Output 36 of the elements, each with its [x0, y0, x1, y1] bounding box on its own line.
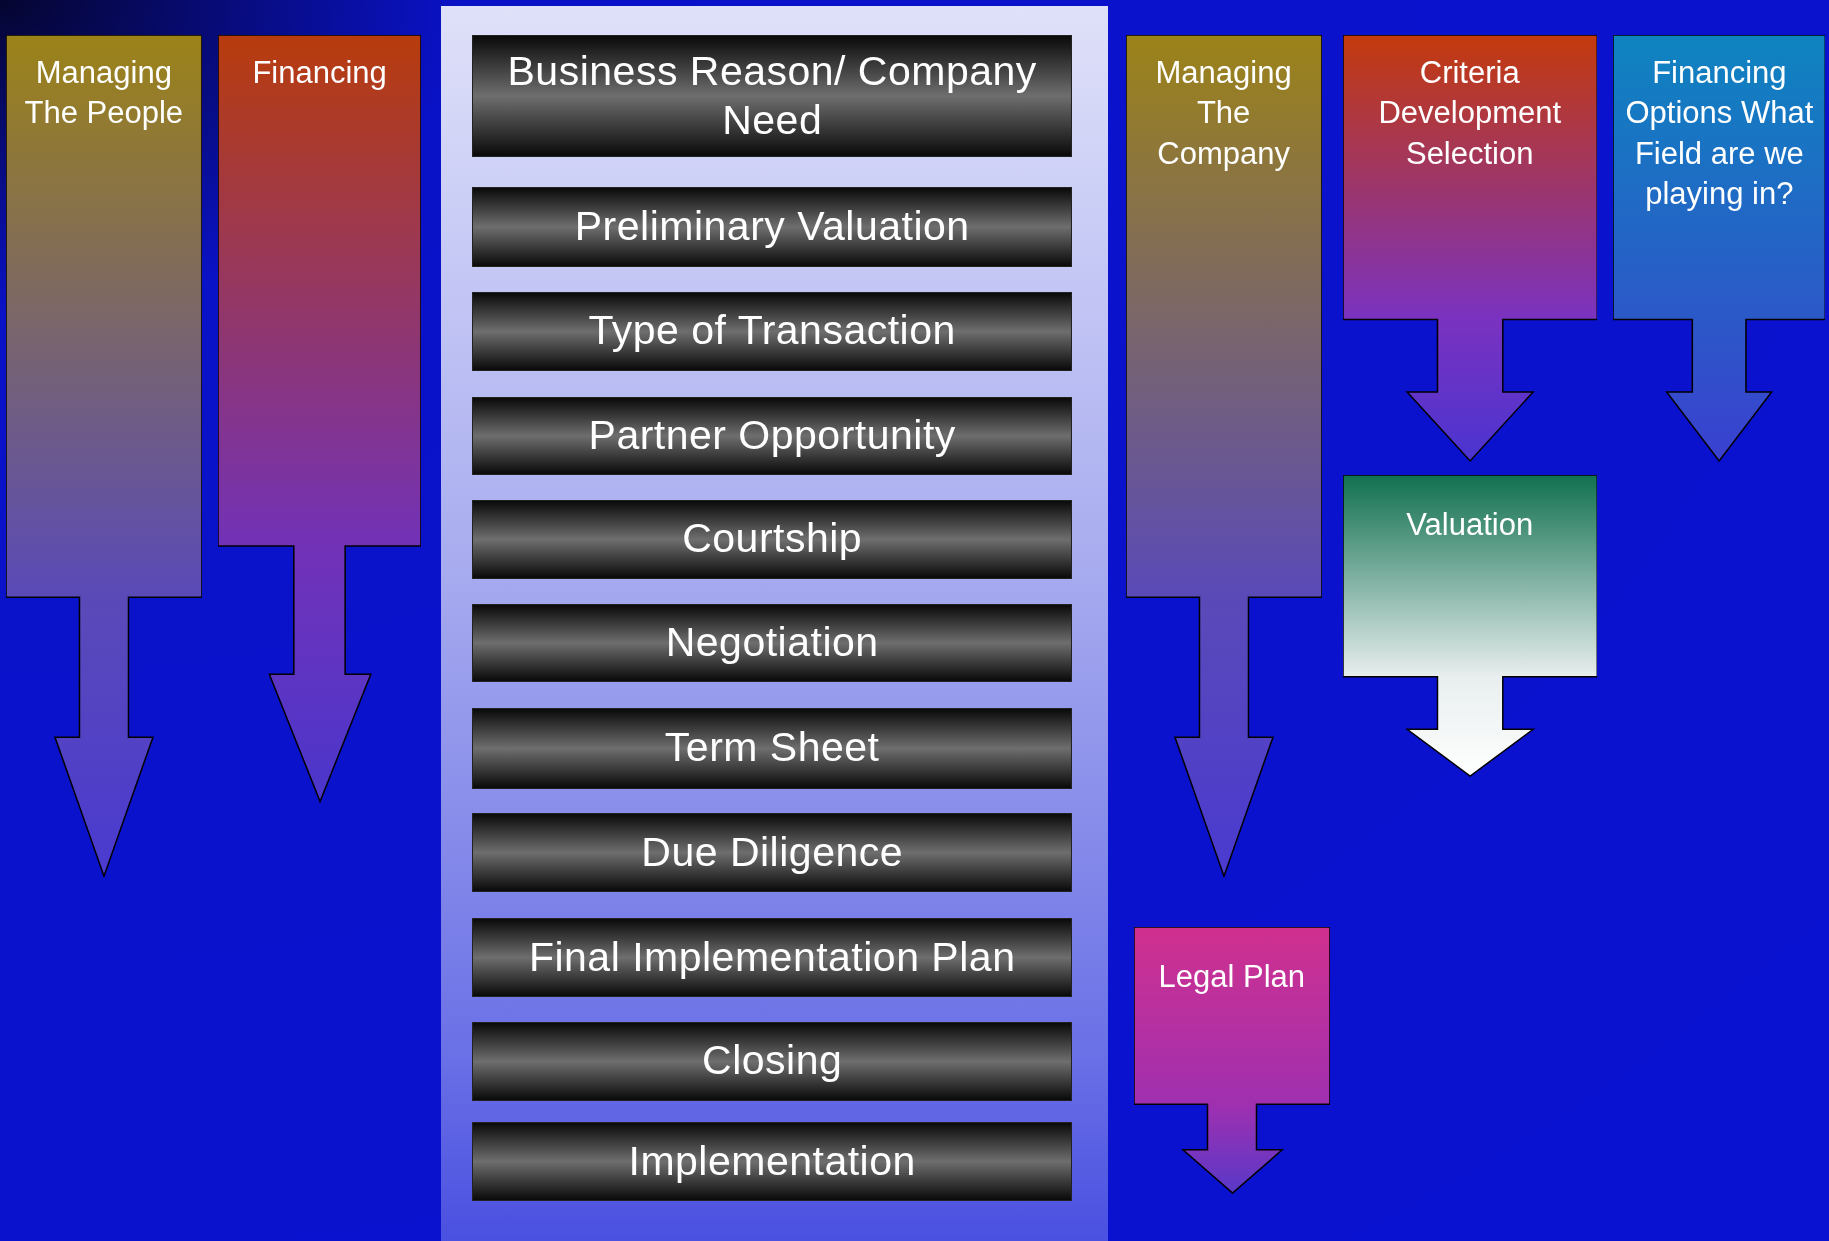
callout-label: Financing Options What Field are we playing in?	[1624, 54, 1815, 213]
step-box	[472, 1122, 1072, 1202]
callout-label: Valuation	[1405, 505, 1535, 544]
callout-label: Managing The People	[23, 54, 185, 133]
step-box	[472, 186, 1072, 268]
step-label: Implementation	[627, 1137, 917, 1187]
step-label: Courtship	[681, 514, 864, 564]
down-arrow-callout	[1125, 35, 1322, 878]
step-label: Negotiation	[664, 618, 880, 668]
callout-label: Criteria Development Selection	[1377, 54, 1563, 173]
step-label: Final Implementation Plan	[527, 933, 1017, 983]
step-box	[472, 291, 1072, 371]
step-box	[472, 1021, 1072, 1102]
callout-label: Managing The Company	[1154, 54, 1293, 173]
down-arrow-callout	[1342, 474, 1597, 777]
step-box	[472, 918, 1072, 998]
step-label: Due Diligence	[640, 828, 905, 878]
down-arrow-callout	[1133, 927, 1330, 1195]
step-box	[472, 396, 1072, 475]
step-label: Term Sheet	[663, 723, 881, 773]
step-box	[472, 500, 1072, 579]
step-box	[472, 604, 1072, 683]
step-label: Preliminary Valuation	[573, 202, 971, 252]
step-label: Closing	[701, 1036, 844, 1086]
callout-label: Legal Plan	[1157, 958, 1306, 997]
step-box	[472, 813, 1072, 893]
callout-label: Financing	[251, 54, 388, 92]
step-box	[472, 708, 1072, 789]
down-arrow-callout	[1613, 35, 1826, 462]
step-box	[472, 35, 1072, 158]
down-arrow-callout	[218, 35, 422, 803]
step-label: Business Reason/ Company Need	[506, 47, 1038, 146]
step-label: Partner Opportunity	[587, 411, 957, 461]
down-arrow-callout	[5, 35, 202, 878]
down-arrow-callout	[1342, 35, 1597, 462]
step-label: Type of Transaction	[587, 306, 957, 356]
